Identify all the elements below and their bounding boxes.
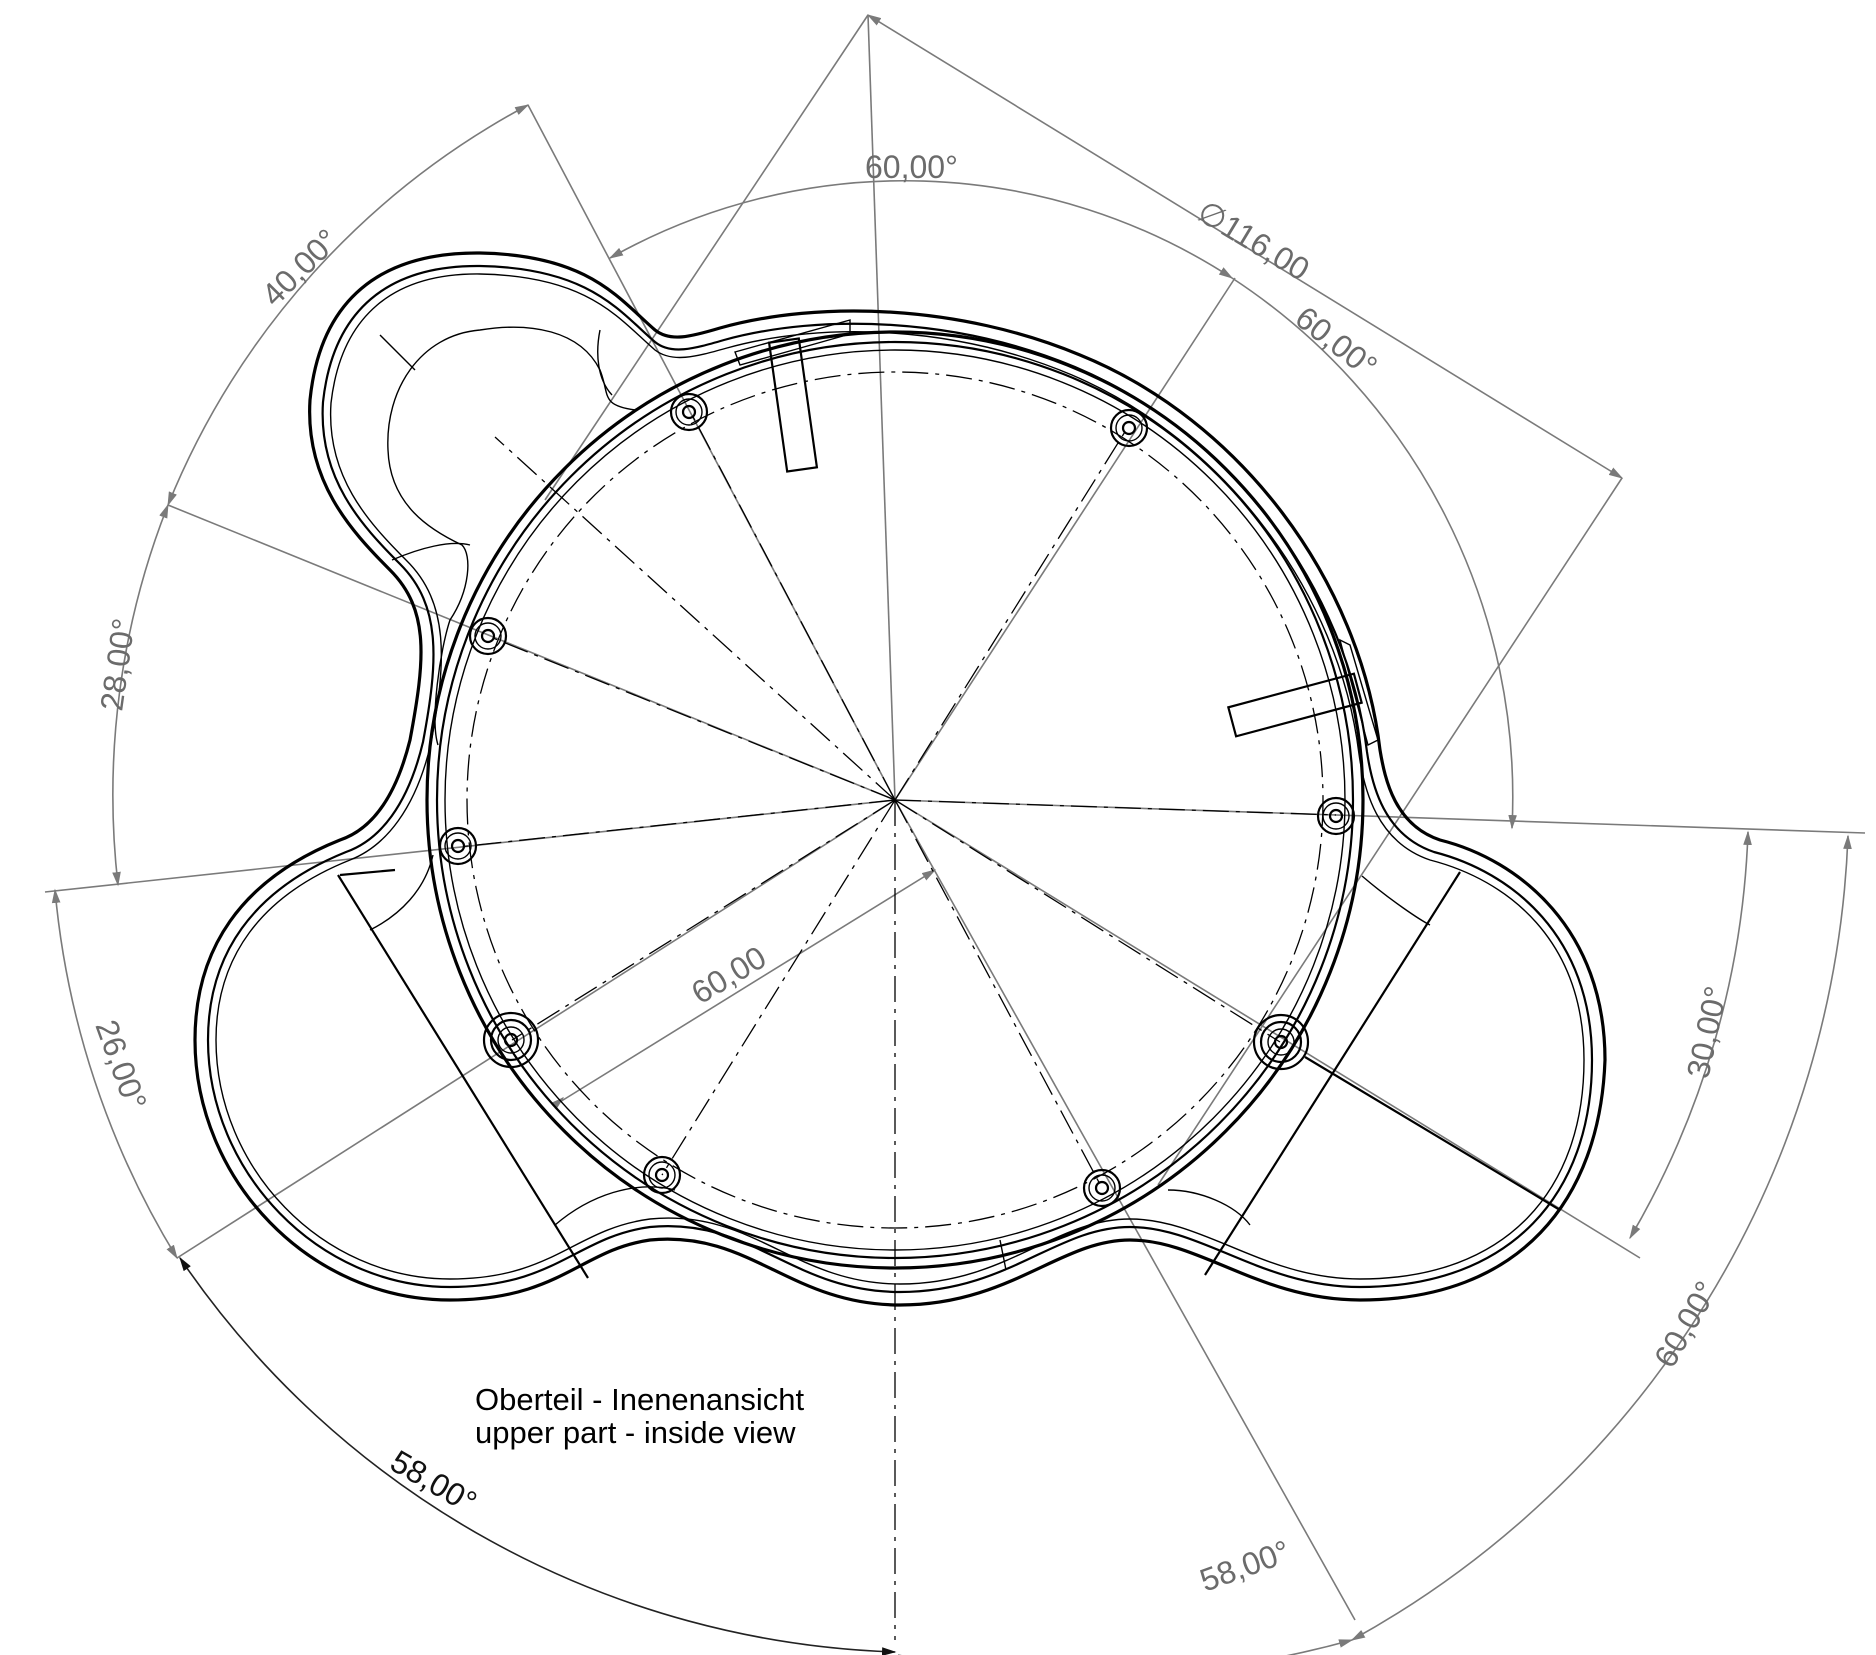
dim-angle-right-inner: 30,00° (1680, 983, 1735, 1081)
caption-english: upper part - inside view (475, 1415, 796, 1450)
inner-rings (425, 330, 1365, 1270)
screw-bosses (438, 392, 1356, 1208)
dim-angle-lower-left: 26,00° (88, 1015, 154, 1115)
center-lines (457, 410, 1337, 1640)
caption: Oberteil - Inenenansicht upper part - in… (475, 1382, 805, 1450)
boss-2 (1109, 408, 1149, 448)
outer-contour (193, 251, 1607, 1307)
dim-angle-top: 60,00° (865, 149, 958, 185)
internal-features (337, 326, 1561, 1279)
caption-german: Oberteil - Inenenansicht (475, 1382, 805, 1417)
dim-angle-upper-right: 60,00° (1289, 299, 1384, 385)
dim-angle-bottom-right: 58,00° (1195, 1533, 1295, 1599)
boss-5 (1316, 796, 1356, 836)
boss-9 (1082, 1168, 1122, 1208)
dark-dimension (179, 1256, 897, 1655)
boss-4 (438, 826, 478, 866)
boss-3 (468, 616, 508, 656)
latch-tabs (734, 319, 1379, 1271)
dim-radius: 60,00 (685, 939, 772, 1011)
boss-7 (1252, 1013, 1310, 1071)
dim-diameter: ∅116,00 (1191, 193, 1315, 287)
boss-6 (482, 1011, 540, 1069)
dim-angle-right-outer: 60,00° (1647, 1275, 1725, 1373)
boss-1 (669, 392, 709, 432)
dim-angle-left: 28,00° (93, 616, 142, 713)
dim-angle-bottom-left: 58,00° (385, 1443, 483, 1521)
boss-8 (642, 1155, 682, 1195)
dim-angle-upper-left: 40,00° (254, 222, 345, 313)
